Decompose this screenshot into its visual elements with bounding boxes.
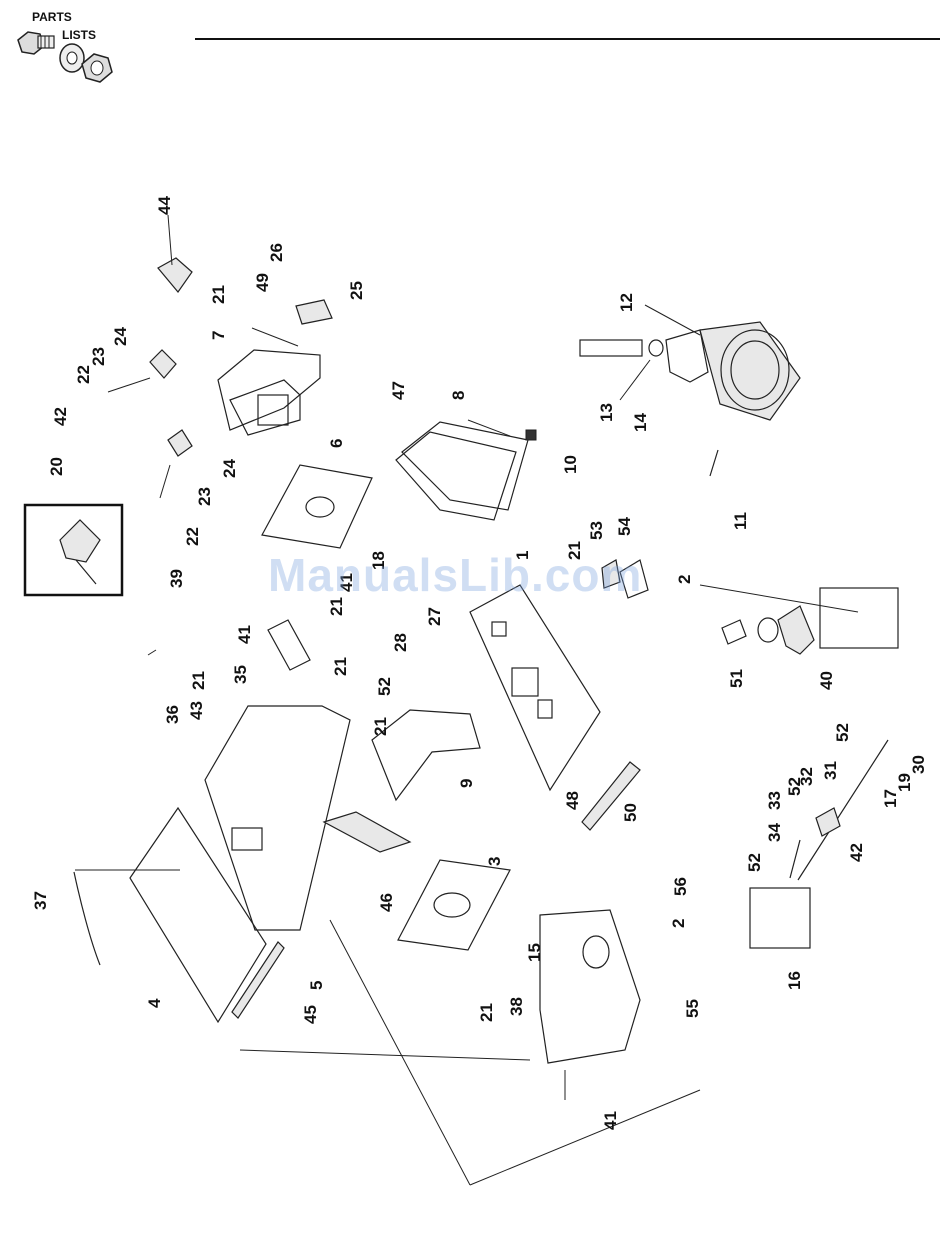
callout-52-top-right: 52: [833, 723, 852, 742]
callout-49: 49: [253, 273, 272, 292]
callout-8: 8: [449, 391, 468, 400]
callout-11: 11: [731, 512, 750, 530]
callout-50: 50: [621, 803, 640, 822]
callout-31: 31: [821, 761, 840, 780]
callout-21-left: 21: [331, 657, 350, 676]
part-4-side-panel: [130, 808, 266, 1022]
callout-35: 35: [231, 665, 250, 684]
callout-12: 12: [617, 293, 636, 312]
part-40-detail-box: [820, 588, 898, 648]
callout-43: 43: [187, 701, 206, 720]
callout-21-mid2: 21: [371, 717, 390, 736]
part-24-elbow-lower: [168, 430, 192, 456]
callout-52-low-right: 52: [745, 853, 764, 872]
callout-7: 7: [209, 331, 228, 340]
callout-4: 4: [145, 998, 164, 1008]
callout-17: 17: [881, 789, 900, 808]
callout-labels: 44 26 49 25 21 7 24 23 22 42 20 24 23 22…: [31, 196, 928, 1130]
part-37-power-cord: [74, 872, 100, 965]
part-44-gasket: [158, 258, 192, 292]
callout-2-lower: 2: [669, 919, 688, 928]
callout-54: 54: [615, 517, 634, 536]
part-7-collector-box: [218, 350, 320, 435]
callout-39: 39: [167, 569, 186, 588]
part-12-gas-valve: [580, 322, 800, 476]
callout-20: 20: [47, 457, 66, 476]
part-2-combustion-chamber: [540, 910, 640, 1063]
callout-23-upper: 23: [89, 347, 108, 366]
callout-34: 34: [765, 823, 784, 842]
callout-28: 28: [391, 633, 410, 652]
callout-6: 6: [327, 439, 346, 448]
callout-56: 56: [671, 877, 690, 896]
callout-48: 48: [563, 791, 582, 810]
callout-23-lower: 23: [195, 487, 214, 506]
callout-24-lower: 24: [220, 459, 239, 478]
callout-53: 53: [587, 521, 606, 540]
part-16-detail-box: [750, 888, 810, 948]
part-6-mounting-plate: [262, 465, 372, 548]
callout-55: 55: [683, 999, 702, 1018]
callout-41-left: 41: [235, 625, 254, 644]
callout-22-lower: 22: [183, 527, 202, 546]
callout-22-upper: 22: [74, 365, 93, 384]
callout-40: 40: [817, 671, 836, 690]
watermark-text: ManualsLib.com: [268, 548, 642, 602]
callout-30: 30: [909, 755, 928, 774]
callout-42-upper: 42: [51, 407, 70, 426]
part-46-heat-shield: [324, 812, 410, 852]
part-40-orifice-assembly: [722, 606, 814, 654]
callout-45: 45: [301, 1005, 320, 1024]
part-24-elbow-upper: [150, 350, 176, 378]
callout-2-upper: 2: [675, 575, 694, 584]
part-3-baffle-plate: [398, 860, 510, 950]
callout-21-far-left: 21: [189, 671, 208, 690]
callout-21-top: 21: [209, 285, 228, 304]
callout-26: 26: [267, 243, 286, 262]
callout-42-right: 42: [847, 843, 866, 862]
callout-46: 46: [377, 893, 396, 912]
callout-3: 3: [485, 857, 504, 866]
callout-37: 37: [31, 891, 50, 910]
callout-24-upper: 24: [111, 327, 130, 346]
callout-10: 10: [561, 455, 580, 474]
part-47-insulation: [396, 432, 516, 520]
callout-47: 47: [389, 381, 408, 400]
callout-5: 5: [307, 981, 326, 990]
callout-14: 14: [631, 413, 650, 432]
callout-21-bottom: 21: [477, 1003, 496, 1022]
part-25-plate: [296, 300, 332, 324]
callout-9: 9: [457, 779, 476, 788]
right-bracket-assembly: [790, 740, 888, 880]
callout-16: 16: [785, 971, 804, 990]
part-20-igniter: [60, 520, 100, 584]
part-10-label: [526, 430, 536, 440]
callout-33: 33: [765, 791, 784, 810]
part-1-main-frame: [470, 585, 600, 790]
callout-36: 36: [163, 705, 182, 724]
callout-41-bottom: 41: [601, 1111, 620, 1130]
callout-38: 38: [507, 997, 526, 1016]
callout-52-mid: 52: [375, 677, 394, 696]
part-45-gasket-strip: [232, 942, 284, 1018]
callout-44: 44: [155, 196, 174, 215]
callout-13: 13: [597, 403, 616, 422]
callout-25: 25: [347, 281, 366, 300]
callout-52-right: 52: [785, 777, 804, 796]
callout-27: 27: [425, 607, 444, 626]
callout-15: 15: [525, 943, 544, 962]
callout-51: 51: [727, 669, 746, 688]
